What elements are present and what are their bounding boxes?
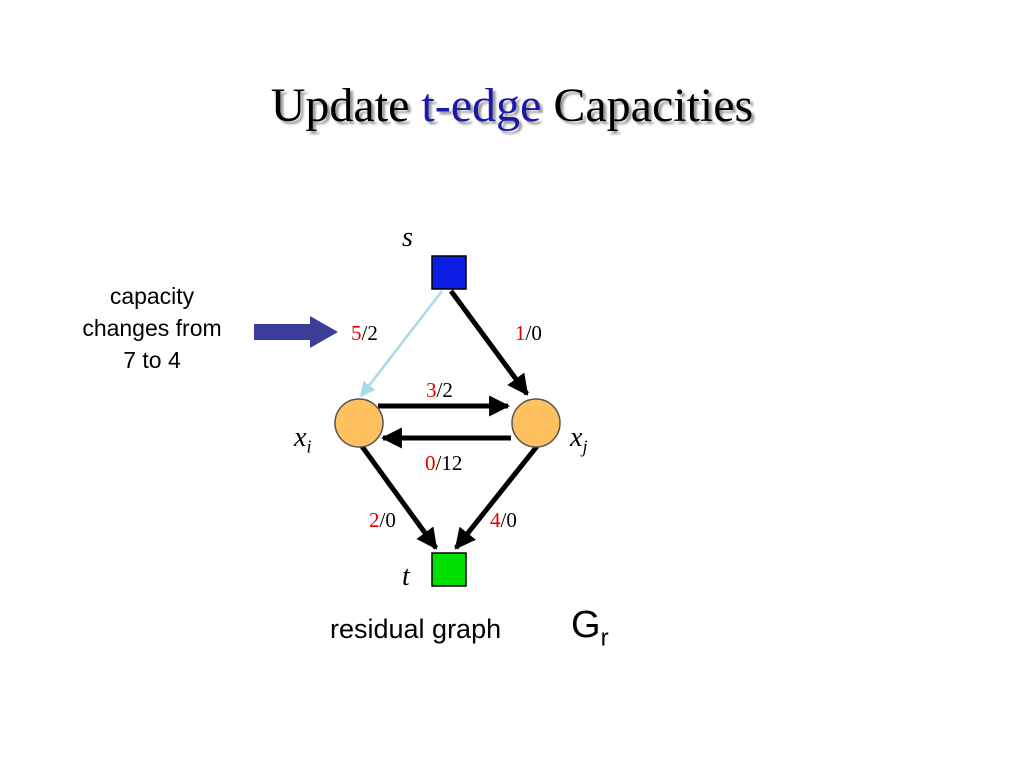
edge-label-xi-xj: 3/2: [426, 378, 453, 403]
note-line-3: 7 to 4: [123, 347, 181, 373]
capacity-change-note: capacity changes from 7 to 4: [52, 280, 252, 376]
edge-s-xj-residual: 1: [515, 321, 526, 345]
slide-title: Update t-edge Capacities: [0, 78, 1024, 133]
edge-xi-t-residual: 2: [369, 508, 380, 532]
edge-label-xj-t: 4/0: [490, 508, 517, 533]
edge-xi-t-rest: /0: [379, 508, 396, 532]
xj-label-base: x: [570, 422, 583, 453]
pixel-node-xj: [511, 398, 561, 448]
edge-label-s-xi: 5/2: [351, 321, 378, 346]
graph-symbol: Gr: [571, 604, 609, 653]
edge-xj-t: [454, 443, 540, 550]
residual-graph-caption: residual graph: [330, 614, 502, 644]
edge-s-xi: [360, 290, 443, 398]
xj-label-sub: j: [582, 436, 588, 457]
sink-node: [431, 552, 467, 587]
graph-symbol-sub: r: [600, 624, 609, 652]
sink-label: t: [402, 561, 410, 592]
edge-s-xi-residual: 5: [351, 321, 362, 345]
xi-label: xi: [294, 422, 311, 458]
title-prefix: Update: [270, 79, 422, 132]
note-line-2: changes from: [82, 315, 222, 341]
xi-label-base: x: [294, 422, 307, 453]
note-line-1: capacity: [109, 283, 195, 309]
edge-xj-t-residual: 4: [490, 508, 501, 532]
edge-xj-t-rest: /0: [500, 508, 517, 532]
source-node: [431, 255, 467, 290]
xj-label: xj: [570, 422, 587, 458]
source-label: s: [402, 222, 413, 253]
edge-xj-xi-rest: /12: [435, 451, 463, 475]
title-accent: t-edge: [421, 79, 542, 132]
edge-s-xj: [448, 289, 530, 396]
edge-s-xj-rest: /0: [525, 321, 542, 345]
edge-xi-t: [358, 443, 439, 550]
edge-xi-xj-rest: /2: [436, 378, 453, 402]
edge-label-s-xj: 1/0: [515, 321, 542, 346]
edge-s-xi-rest: /2: [361, 321, 378, 345]
pointer-arrow: [254, 316, 338, 348]
edge-label-xj-xi: 0/12: [425, 451, 462, 476]
graph-symbol-base: G: [571, 604, 601, 646]
edge-xj-xi-residual: 0: [425, 451, 436, 475]
edge-label-xi-t: 2/0: [369, 508, 396, 533]
title-suffix: Capacities: [541, 79, 754, 132]
edge-xi-xj-residual: 3: [426, 378, 437, 402]
xi-label-sub: i: [306, 436, 312, 457]
pixel-node-xi: [334, 398, 384, 448]
